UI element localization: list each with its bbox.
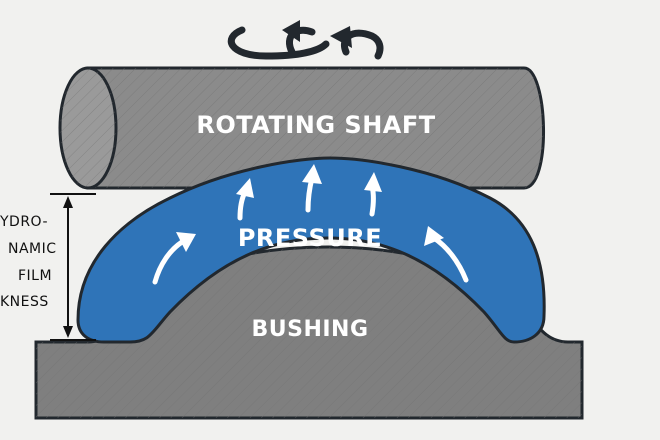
pressure-arrow-icon [236, 178, 254, 221]
film-thickness-label-line1: YDRO- [0, 214, 48, 230]
film-thickness-label-line2: NAMIC [8, 241, 57, 257]
pressure-label: PRESSURE [238, 224, 382, 252]
pressure-arrow-icon [364, 172, 382, 217]
counterclockwise-rotation-arrows-icon [227, 20, 384, 60]
film-thickness-dimension [50, 193, 96, 341]
bushing-label: BUSHING [251, 317, 368, 342]
shaft-label: ROTATING SHAFT [196, 111, 435, 139]
film-thickness-label-line4: KNESS [0, 294, 49, 310]
pressure-arrow-icon [152, 232, 196, 285]
pressure-arrows [152, 164, 469, 285]
rotating-shaft [58, 66, 545, 190]
pressure-arrow-icon [424, 226, 469, 283]
fluid-film [76, 156, 546, 344]
film-thickness-label-line3: FILM [18, 268, 52, 284]
pressure-arrow-icon [302, 164, 322, 213]
